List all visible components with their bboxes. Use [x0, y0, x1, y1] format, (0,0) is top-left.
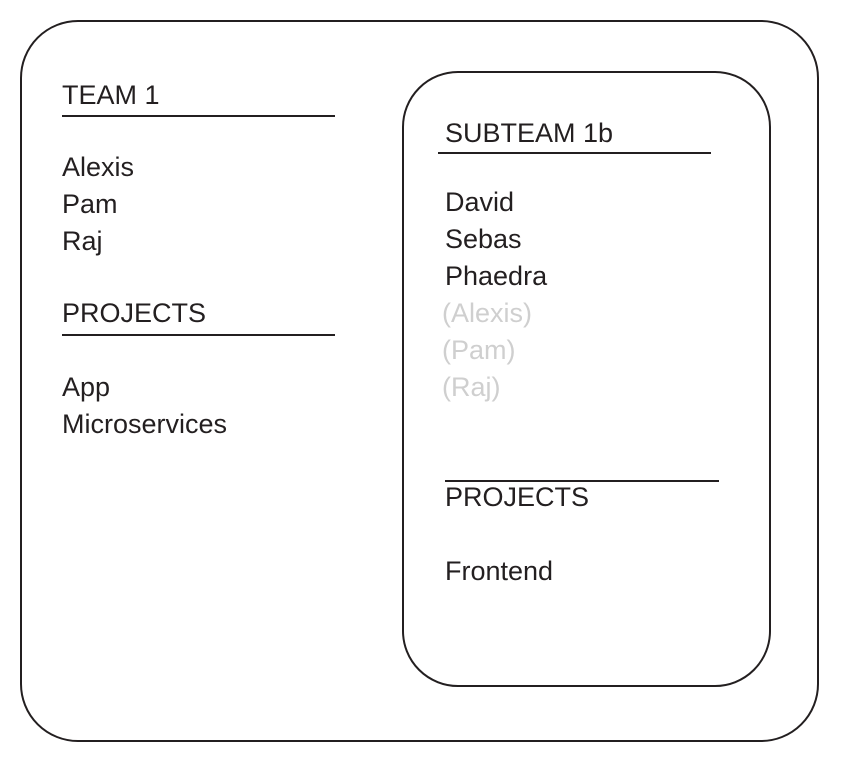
- team-member: Raj: [62, 226, 103, 256]
- subteam-projects-overline: [445, 480, 719, 482]
- subteam-title-underline: [438, 152, 711, 154]
- subteam-projects-heading: PROJECTS: [445, 482, 590, 512]
- subteam-member: Phaedra: [445, 261, 548, 291]
- team-member: Pam: [62, 189, 118, 219]
- inherited-member: (Pam): [442, 335, 516, 365]
- team-title: TEAM 1: [62, 80, 160, 110]
- subteam-members-list: David Sebas Phaedra: [445, 184, 547, 295]
- subteam-1b-container: [402, 71, 771, 687]
- inherited-member: (Raj): [442, 372, 501, 402]
- team-project: Microservices: [62, 409, 228, 439]
- subteam-member: Sebas: [445, 224, 522, 254]
- subteam-title: SUBTEAM 1b: [445, 118, 614, 148]
- team-projects-underline: [62, 334, 335, 336]
- inherited-member: (Alexis): [442, 298, 533, 328]
- team-1-container: [20, 20, 819, 742]
- subteam-project: Frontend: [445, 556, 554, 586]
- subteam-inherited-members-list: (Alexis) (Pam) (Raj): [442, 295, 532, 406]
- team-members-list: Alexis Pam Raj: [62, 149, 134, 260]
- subteam-projects-list: Frontend: [445, 553, 553, 590]
- team-member: Alexis: [62, 152, 135, 182]
- team-project: App: [62, 372, 111, 402]
- team-title-underline: [62, 115, 335, 117]
- team-projects-heading: PROJECTS: [62, 298, 207, 328]
- subteam-member: David: [445, 187, 515, 217]
- team-projects-list: App Microservices: [62, 369, 227, 443]
